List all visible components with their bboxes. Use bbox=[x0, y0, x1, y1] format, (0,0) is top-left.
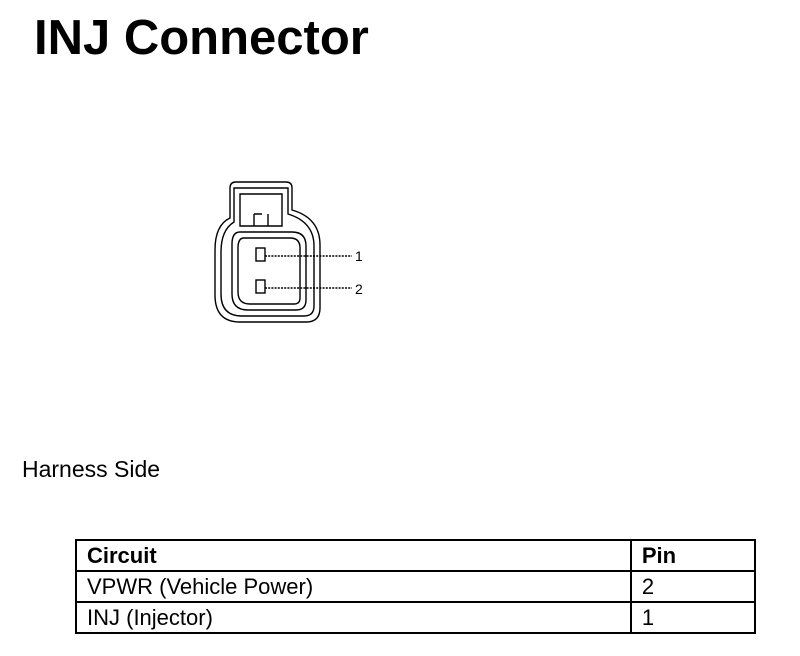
pin-2-terminal bbox=[255, 279, 266, 294]
pinout-table: Circuit Pin VPWR (Vehicle Power) 2 INJ (… bbox=[75, 539, 757, 634]
page-title: INJ Connector bbox=[34, 11, 369, 65]
connector-face-drawing: 1 2 bbox=[214, 181, 363, 323]
pin-cell: 2 bbox=[629, 570, 757, 603]
connector-housing-inner-ring bbox=[220, 187, 315, 317]
pin-column-header: Pin bbox=[629, 539, 757, 572]
pin-cell: 1 bbox=[629, 601, 757, 634]
circuit-column-header: Circuit bbox=[75, 539, 632, 572]
locking-tab bbox=[239, 193, 283, 227]
circuit-cell: INJ (Injector) bbox=[75, 601, 632, 634]
connector-mating-face-inner bbox=[237, 237, 301, 305]
locking-tab-notch bbox=[253, 213, 269, 226]
circuit-cell: VPWR (Vehicle Power) bbox=[75, 570, 632, 603]
connector-housing-outer bbox=[214, 181, 321, 323]
table-header-row: Circuit Pin bbox=[75, 539, 757, 572]
table-row: INJ (Injector) 1 bbox=[75, 601, 757, 634]
connector-diagram: 1 2 bbox=[200, 170, 390, 340]
pin-2-label: 2 bbox=[355, 281, 363, 297]
connector-mating-face bbox=[231, 231, 307, 311]
pin-1-label: 1 bbox=[355, 248, 363, 264]
table-row: VPWR (Vehicle Power) 2 bbox=[75, 570, 757, 603]
view-label: Harness Side bbox=[22, 456, 161, 482]
pin-1-terminal bbox=[255, 247, 266, 262]
